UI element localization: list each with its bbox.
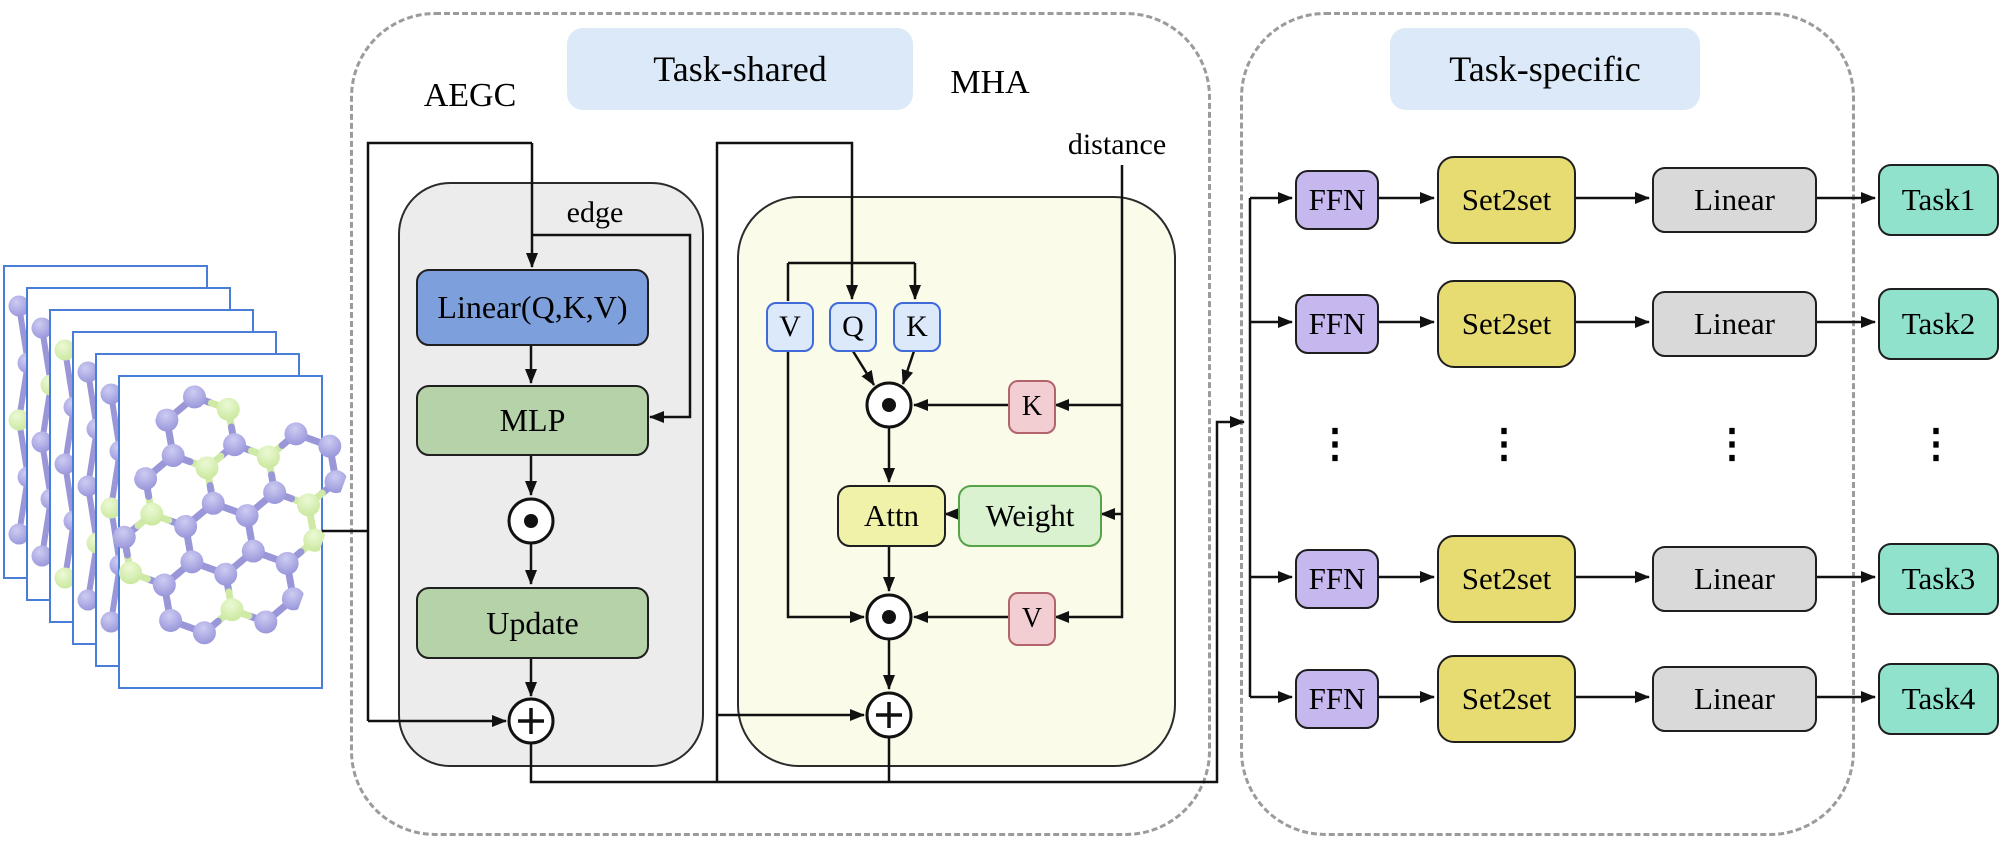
k-chip: K [893, 302, 941, 352]
weight-box: Weight [958, 485, 1102, 547]
distance-label: distance [1067, 128, 1167, 161]
linear-box-row3: Linear [1652, 546, 1817, 612]
mha-block-panel [737, 196, 1176, 767]
v-chip: V [766, 302, 814, 352]
task2-box: Task2 [1878, 288, 1999, 360]
k-distance-chip: K [1008, 380, 1056, 434]
ellipsis-linear-column: ⋮ [1712, 421, 1752, 466]
ffn-box-row1: FFN [1295, 170, 1379, 230]
ffn-box-row3: FFN [1295, 549, 1379, 609]
edge-label: edge [566, 196, 624, 229]
v-distance-chip: V [1008, 592, 1056, 646]
attn-box: Attn [837, 485, 946, 547]
ellipsis-task-column: ⋮ [1916, 421, 1956, 466]
aegc-title: AEGC [423, 77, 517, 114]
input-structure-stack [3, 265, 348, 689]
linear-qkv-box: Linear(Q,K,V) [416, 269, 649, 346]
ellipsis-set2set-column: ⋮ [1484, 421, 1524, 466]
task-shared-label: Task-shared [567, 28, 913, 110]
ellipsis-ffn-column: ⋮ [1315, 421, 1355, 466]
set2set-box-row4: Set2set [1437, 655, 1576, 743]
task3-box: Task3 [1878, 543, 1999, 615]
set2set-box-row3: Set2set [1437, 535, 1576, 623]
set2set-box-row2: Set2set [1437, 280, 1576, 368]
linear-box-row1: Linear [1652, 167, 1817, 233]
linear-box-row4: Linear [1652, 666, 1817, 732]
linear-box-row2: Linear [1652, 291, 1817, 357]
mlp-box: MLP [416, 385, 649, 456]
ffn-box-row2: FFN [1295, 294, 1379, 354]
task1-box: Task1 [1878, 164, 1999, 236]
q-chip: Q [829, 302, 877, 352]
task4-box: Task4 [1878, 663, 1999, 735]
ffn-box-row4: FFN [1295, 669, 1379, 729]
mha-title: MHA [950, 64, 1030, 101]
set2set-box-row1: Set2set [1437, 156, 1576, 244]
update-box: Update [416, 587, 649, 659]
task-specific-label: Task-specific [1390, 28, 1700, 110]
